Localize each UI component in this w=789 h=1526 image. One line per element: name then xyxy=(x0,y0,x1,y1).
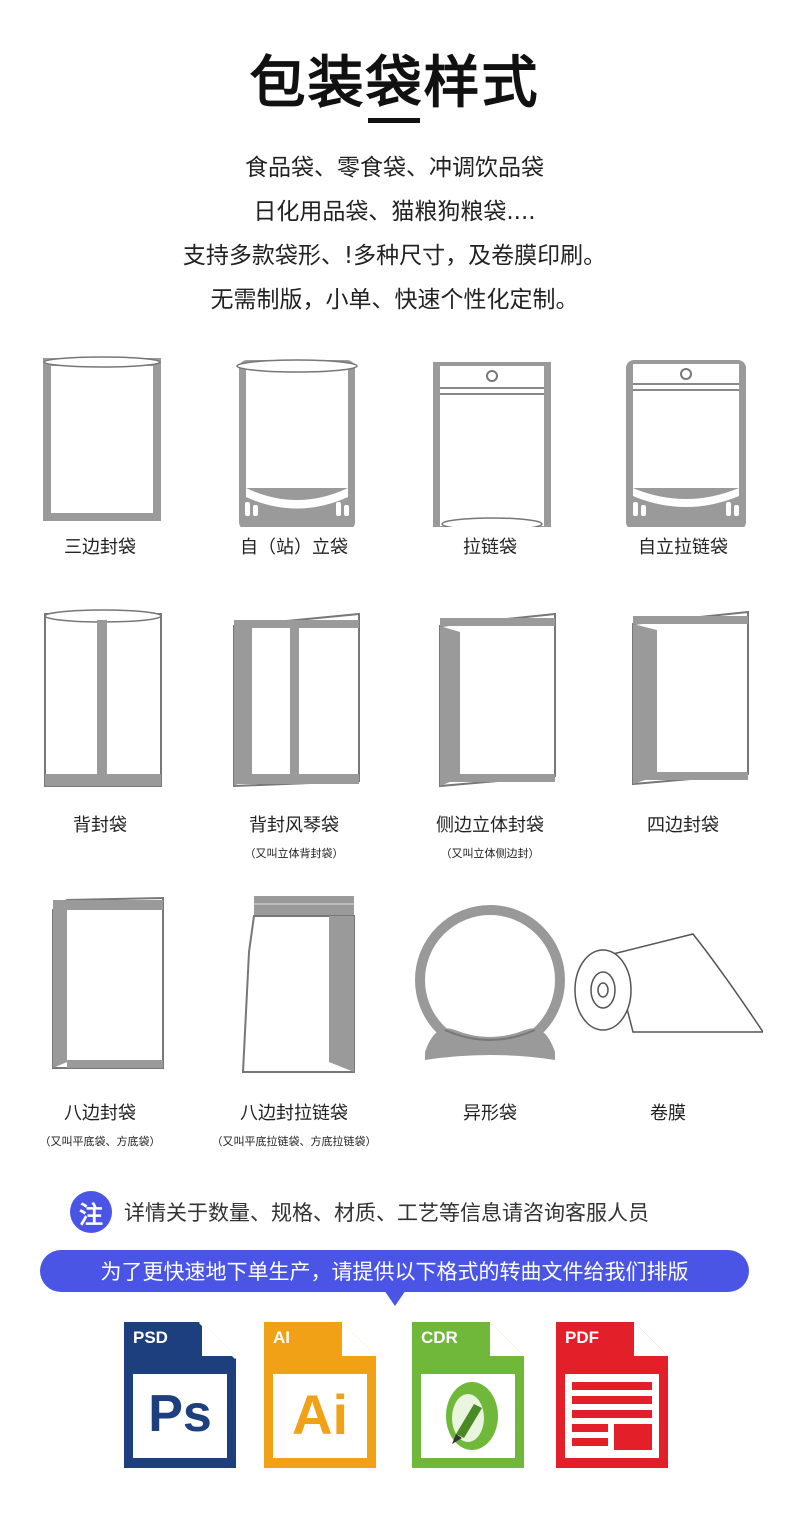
side-gusset-bag-icon xyxy=(439,612,556,788)
file-type-label: PSD xyxy=(133,1328,168,1347)
file-type-label: AI xyxy=(273,1328,290,1347)
intro-text: 食品袋、零食袋、冲调饮品袋 日化用品袋、猫粮狗粮袋.... 支持多款袋形、!多种… xyxy=(0,146,789,322)
stand-up-zipper-bag-icon xyxy=(626,360,746,527)
shaped-bag-icon xyxy=(415,905,565,1060)
bag-label: 拉链袋 xyxy=(463,537,517,558)
intro-line: 日化用品袋、猫粮狗粮袋.... xyxy=(253,199,536,225)
four-side-seal-bag-icon xyxy=(632,610,749,786)
bag-label: 侧边立体封袋 xyxy=(436,815,544,836)
bag-item: 拉链袋 xyxy=(392,352,588,559)
bag-label: 八边封袋 xyxy=(64,1103,136,1124)
pdf-file-icon: PDF xyxy=(556,1322,668,1468)
back-seal-bag-icon xyxy=(44,609,162,787)
bag-item: 侧边立体封袋 （又叫立体侧边封） xyxy=(392,606,588,861)
file-big-label: Ps xyxy=(148,1385,212,1443)
format-banner: 为了更快速地下单生产，请提供以下格式的转曲文件给我们排版 xyxy=(40,1250,749,1292)
bag-sublabel: （又叫平底拉链袋、方底拉链袋） xyxy=(211,1135,377,1148)
bag-item: 背封袋 xyxy=(2,606,198,837)
ai-file-icon: AI Ai xyxy=(264,1322,376,1468)
psd-file-icon: PSD Ps xyxy=(124,1322,236,1468)
bag-label: 自（站）立袋 xyxy=(240,537,348,558)
bag-item: 异形袋 xyxy=(392,892,588,1125)
zipper-bag-icon xyxy=(433,362,551,527)
back-seal-gusset-bag-icon xyxy=(233,612,360,788)
bag-sublabel: （又叫立体侧边封） xyxy=(440,847,540,860)
bag-label: 异形袋 xyxy=(463,1103,517,1124)
bag-sublabel: （又叫立体背封袋） xyxy=(244,847,344,860)
bag-label: 背封风琴袋 xyxy=(249,815,339,836)
eight-side-seal-bag-icon xyxy=(52,896,164,1069)
bag-item: 八边封拉链袋 （又叫平底拉链袋、方底拉链袋） xyxy=(196,892,392,1149)
bag-label: 自立拉链袋 xyxy=(638,537,728,558)
intro-line: 支持多款袋形、!多种尺寸，及卷膜印刷。 xyxy=(182,243,607,269)
bag-sublabel: （又叫平底袋、方底袋） xyxy=(39,1135,161,1148)
bag-item: 自（站）立袋 xyxy=(196,352,392,559)
file-big-label: Ai xyxy=(292,1383,348,1446)
bag-item: 三边封袋 xyxy=(2,352,198,559)
banner-arrow-icon xyxy=(384,1290,406,1306)
bag-label: 背封袋 xyxy=(73,815,127,836)
note-row: 注 详情关于数量、规格、材质、工艺等信息请咨询客服人员 xyxy=(70,1190,649,1234)
roll-film-icon xyxy=(574,933,763,1033)
cdr-file-icon: CDR xyxy=(412,1322,524,1468)
bag-item: 背封风琴袋 （又叫立体背封袋） xyxy=(196,606,392,861)
bag-label: 八边封拉链袋 xyxy=(240,1103,348,1124)
bag-label: 卷膜 xyxy=(650,1103,686,1124)
file-type-label: CDR xyxy=(421,1328,458,1347)
title-underline xyxy=(368,118,420,123)
eight-side-zipper-bag-icon xyxy=(241,896,355,1073)
bag-label: 三边封袋 xyxy=(64,537,136,558)
bag-item: 自立拉链袋 xyxy=(585,352,781,559)
bag-item: 八边封袋 （又叫平底袋、方底袋） xyxy=(2,892,198,1149)
bag-label: 四边封袋 xyxy=(647,815,719,836)
note-badge: 注 xyxy=(70,1191,112,1233)
three-side-seal-bag-icon xyxy=(43,356,161,521)
stand-up-pouch-icon xyxy=(236,359,358,527)
intro-line: 食品袋、零食袋、冲调饮品袋 xyxy=(245,155,544,181)
note-text: 详情关于数量、规格、材质、工艺等信息请咨询客服人员 xyxy=(124,1201,649,1225)
file-type-label: PDF xyxy=(565,1328,599,1347)
bag-item: 卷膜 xyxy=(570,892,766,1125)
bag-item: 四边封袋 xyxy=(585,606,781,837)
page-title: 包装袋样式 xyxy=(249,51,540,116)
intro-line: 无需制版，小单、快速个性化定制。 xyxy=(210,287,579,313)
